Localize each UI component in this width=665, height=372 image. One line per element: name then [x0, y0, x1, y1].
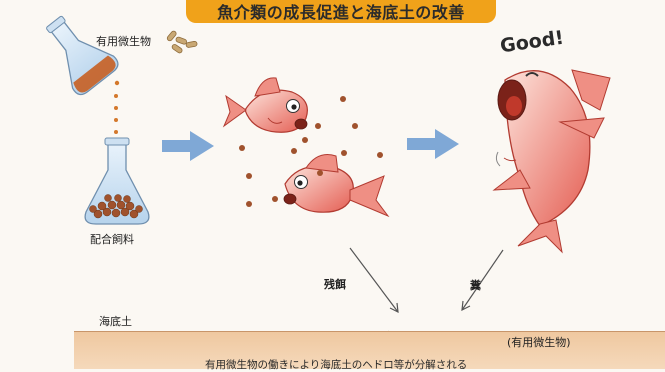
- flow-arrow-1: [162, 131, 214, 161]
- flow-arrow-2: [407, 129, 459, 159]
- microbe-capsule-icon: [166, 30, 198, 54]
- microbe-bottle-icon: [46, 15, 119, 96]
- label-seabed: 海底土: [99, 315, 132, 328]
- feed-pellets: [239, 96, 383, 207]
- label-feces: 糞: [470, 279, 481, 292]
- fish-eating-upper: [222, 77, 308, 133]
- fish-healthy-large: [492, 69, 611, 254]
- label-microbe: 有用微生物: [96, 35, 151, 48]
- feed-flask-icon: [84, 137, 150, 225]
- seabed-surface-line: [74, 331, 665, 332]
- waste-arrows: [349, 247, 504, 314]
- diagram-title: 魚介類の成長促進と海底土の改善: [217, 3, 465, 22]
- pouring-drops: [114, 80, 120, 134]
- fish-eating-lower: [283, 154, 390, 218]
- label-leftover-feed: 残餌: [324, 278, 346, 291]
- label-microbe-paren: (有用微生物): [507, 336, 571, 349]
- label-feed: 配合飼料: [90, 233, 134, 246]
- title-banner: 魚介類の成長促進と海底土の改善: [186, 0, 496, 23]
- seabed-caption: 有用微生物の働きにより海底土のヘドロ等が分解される: [205, 359, 468, 371]
- seabed-layer: [74, 332, 665, 369]
